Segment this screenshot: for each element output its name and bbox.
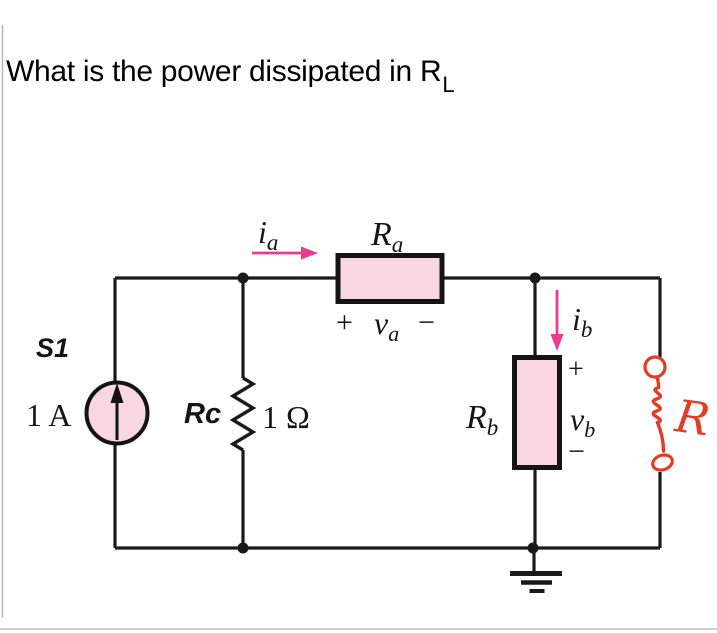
load-bottom-terminal-icon: [651, 453, 674, 472]
current-ib-arrow: [550, 290, 564, 351]
resistor-rc-label: Rc: [184, 398, 221, 430]
current-ia-label: ia: [258, 214, 278, 255]
node-dot: [237, 542, 249, 554]
ground-symbol: [510, 548, 562, 593]
current-source-arrow-head: [110, 383, 124, 403]
node-dot: [237, 272, 249, 284]
resistor-rc-zigzag: [229, 376, 257, 452]
resistor-rb-label: Rb: [465, 399, 498, 440]
load-top-terminal-icon: [643, 355, 667, 379]
resistor-ra-label: Ra: [370, 216, 403, 257]
voltage-vb-label: vb: [570, 401, 595, 442]
voltage-vb-minus: −: [568, 435, 585, 468]
question-title-text: What is the power dissipated in R: [6, 55, 442, 88]
current-ia-arrow: [252, 246, 318, 260]
load-resistor-squiggle-icon: [651, 385, 663, 425]
load-resistor-label: R: [671, 389, 713, 446]
question-title-subscript: L: [442, 72, 455, 97]
source-value-label: 1 A: [26, 397, 71, 433]
load-lead: [655, 420, 666, 453]
voltage-va-label: va: [374, 305, 399, 346]
resistor-ra-box: [335, 253, 445, 304]
handdrawn-load-resistor: R: [643, 355, 713, 472]
question-title: What is the power dissipated in RL: [6, 55, 455, 97]
current-ib-label: ib: [572, 301, 592, 342]
resistor-rc-value: 1 Ω: [262, 399, 310, 435]
voltage-va-plus: +: [336, 306, 353, 339]
voltage-vb-plus: +: [568, 354, 584, 385]
resistor-rb-box: [512, 355, 562, 470]
voltage-va-minus: −: [418, 306, 435, 339]
node-dot: [529, 272, 541, 284]
source-step-label: S1: [36, 333, 69, 363]
